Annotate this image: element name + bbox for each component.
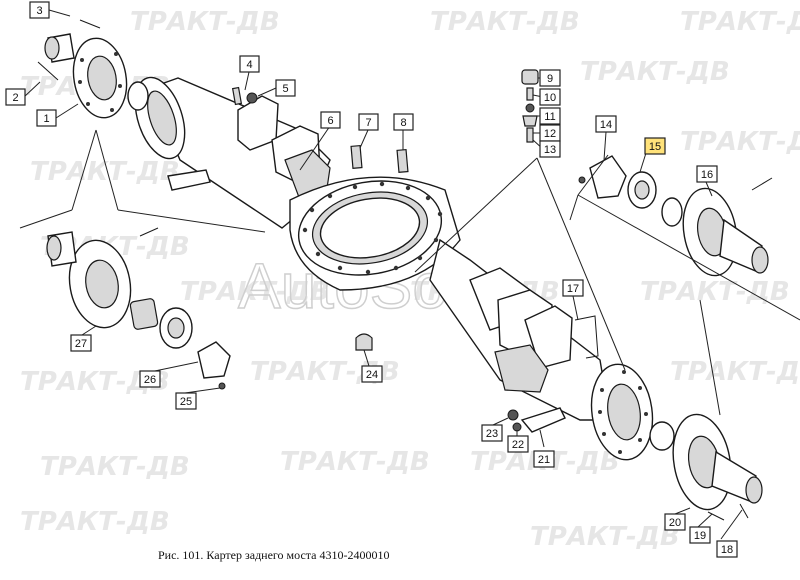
callout-2: 2	[5, 88, 26, 106]
group-leaders	[19, 129, 800, 416]
callout-24: 24	[361, 365, 383, 383]
right-flange-bolt-holes	[598, 370, 648, 454]
watermark-text: ТРАКТ-ДВ	[40, 452, 190, 482]
watermark-text: ТРАКТ-ДВ	[640, 277, 790, 307]
svg-text:3: 3	[36, 5, 42, 17]
callout-13: 13	[539, 140, 561, 158]
callout-23: 23	[481, 424, 503, 442]
watermark-text: ТРАКТ-ДВ	[580, 57, 730, 87]
left-hub-top	[37, 19, 149, 119]
svg-text:20: 20	[669, 517, 681, 529]
callout-11: 11	[539, 107, 561, 125]
callout-26: 26	[139, 370, 161, 388]
watermark-text: ТРАКТ-ДВ	[680, 7, 800, 37]
callout-15-highlighted: 15	[644, 137, 666, 155]
callout-21: 21	[533, 450, 555, 468]
svg-text:26: 26	[144, 374, 156, 386]
svg-text:11: 11	[544, 111, 555, 123]
callout-1: 1	[36, 109, 57, 127]
callout-22: 22	[507, 435, 529, 453]
svg-text:24: 24	[366, 369, 378, 381]
callout-6: 6	[320, 111, 341, 129]
watermark-text: ТРАКТ-ДВ	[680, 127, 800, 157]
watermark-text: ТРАКТ-ДВ	[670, 357, 800, 387]
watermark-text: ТРАКТ-ДВ	[280, 447, 430, 477]
figure-caption: Рис. 101. Картер заднего моста 4310-2400…	[158, 548, 390, 562]
axle-housing	[134, 76, 654, 461]
callout-leaders	[23, 9, 743, 540]
callout-14: 14	[595, 115, 617, 133]
watermark-text: ТРАКТ-ДВ	[20, 507, 170, 537]
svg-text:21: 21	[538, 454, 550, 466]
svg-text:2: 2	[12, 92, 18, 104]
callout-10: 10	[539, 88, 561, 106]
svg-text:27: 27	[75, 338, 87, 350]
watermark-text: ТРАКТ-ДВ	[530, 522, 680, 552]
left-hub-bottom	[46, 227, 231, 390]
watermark-text: ТРАКТ-ДВ	[180, 277, 330, 307]
callout-27: 27	[70, 334, 92, 352]
svg-text:15: 15	[649, 141, 661, 153]
right-hub-top	[578, 155, 773, 277]
callout-4: 4	[239, 55, 260, 73]
svg-text:1: 1	[43, 113, 49, 125]
watermark-text: ТРАКТ-ДВ	[130, 7, 280, 37]
svg-text:18: 18	[721, 544, 733, 556]
callout-3: 3	[29, 1, 50, 19]
svg-text:6: 6	[327, 115, 333, 127]
callout-7: 7	[358, 113, 379, 131]
callout-20: 20	[664, 513, 686, 531]
callout-8: 8	[393, 113, 414, 131]
svg-text:25: 25	[180, 396, 192, 408]
svg-text:4: 4	[246, 59, 252, 71]
banjo-bolt-holes	[302, 181, 443, 275]
callout-25: 25	[175, 392, 197, 410]
callout-9: 9	[539, 69, 561, 87]
callouts: 1 2 3 4 5 6 7 8 9 10 11 12 13 14 15 16 1…	[5, 1, 738, 558]
svg-text:16: 16	[701, 169, 713, 181]
callout-16: 16	[696, 165, 718, 183]
svg-text:9: 9	[547, 73, 553, 85]
svg-text:8: 8	[400, 117, 406, 129]
svg-text:17: 17	[567, 283, 579, 295]
svg-text:5: 5	[282, 83, 288, 95]
svg-text:13: 13	[544, 144, 556, 156]
svg-text:23: 23	[486, 428, 498, 440]
small-fasteners	[231, 69, 539, 432]
svg-text:14: 14	[600, 119, 612, 131]
right-hub-bottom	[649, 413, 763, 521]
callout-18: 18	[716, 540, 738, 558]
svg-text:12: 12	[544, 128, 556, 140]
callout-17: 17	[562, 279, 584, 297]
callout-12: 12	[539, 124, 561, 142]
svg-text:10: 10	[544, 92, 556, 104]
watermark-text: ТРАКТ-ДВ	[430, 7, 580, 37]
callout-19: 19	[689, 526, 711, 544]
svg-text:19: 19	[694, 530, 706, 542]
svg-text:22: 22	[512, 439, 524, 451]
callout-5: 5	[275, 79, 296, 97]
svg-text:7: 7	[365, 117, 371, 129]
